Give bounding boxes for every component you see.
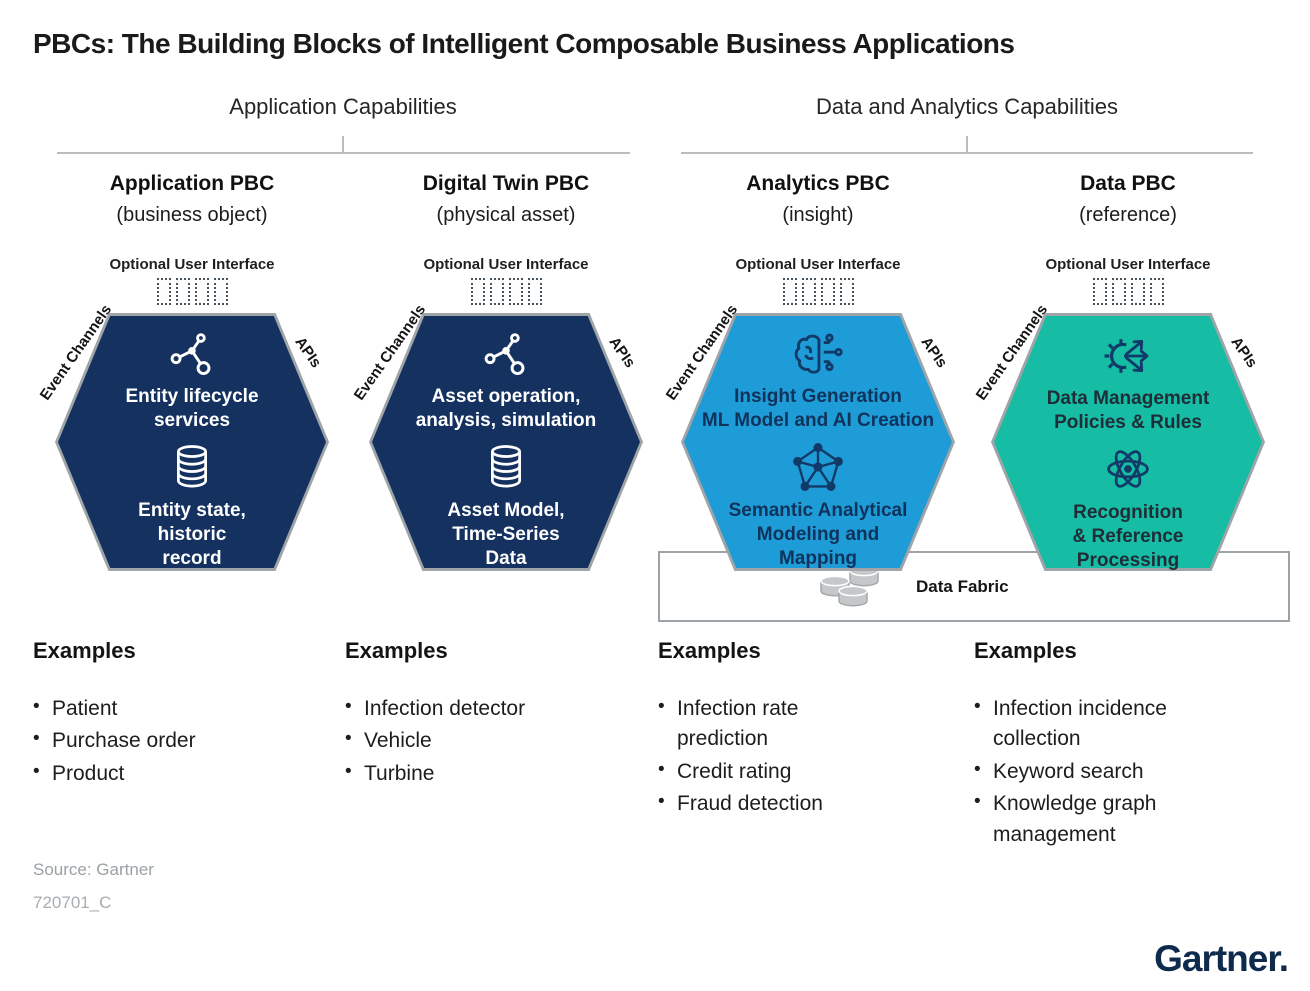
ui-widget-rect	[801, 278, 816, 305]
ui-widget-rect	[839, 278, 854, 305]
ui-widget-rect	[194, 278, 209, 305]
hexagon-fill	[372, 316, 640, 568]
ui-widget-rect	[470, 278, 485, 305]
ui-widget-rect	[1130, 278, 1145, 305]
pbc-card-data: Data PBC (reference) Optional User Inter…	[973, 170, 1268, 590]
examples-application: Examples Patient Purchase order Product	[33, 638, 333, 791]
examples-list: Infection incidence collection Keyword s…	[974, 693, 1274, 850]
molecule-icon	[484, 333, 525, 376]
bracket-line	[681, 152, 1253, 154]
ui-widget-row	[366, 278, 646, 305]
hexagon-top-text: Insight Generation ML Model and AI Creat…	[701, 386, 935, 431]
ui-widget-row	[52, 278, 332, 305]
example-item: Turbine	[345, 758, 585, 789]
examples-list: Infection rate prediction Credit rating …	[658, 693, 958, 820]
gear-share-icon	[1104, 339, 1149, 373]
hexagon-bottom-text: Asset Model, Time-Series Data	[447, 499, 565, 569]
example-item: Knowledge graph management	[974, 788, 1209, 850]
ui-widget-row	[678, 278, 958, 305]
page-title: PBCs: The Building Blocks of Intelligent…	[33, 28, 1015, 59]
pbc-subtitle: (business object)	[116, 204, 268, 226]
pbc-subtitle: (insight)	[782, 204, 854, 226]
examples-list: Infection detector Vehicle Turbine	[345, 693, 645, 789]
pbc-card-analytics: Analytics PBC (insight) Optional User In…	[663, 170, 958, 590]
ui-widget-rect	[489, 278, 504, 305]
molecule-icon	[170, 333, 211, 376]
pbc-card-application: Application PBC (business object) Option…	[37, 170, 332, 590]
atom-icon	[1107, 450, 1149, 488]
coins-icon	[820, 565, 879, 606]
ui-widget-rect	[820, 278, 835, 305]
example-item: Vehicle	[345, 725, 585, 756]
ui-widget-rect	[175, 278, 190, 305]
ui-widget-rect	[1092, 278, 1107, 305]
pbc-subtitle: (physical asset)	[436, 204, 576, 226]
example-item: Product	[33, 758, 273, 789]
pbc-card-digital-twin: Digital Twin PBC (physical asset) Option…	[351, 170, 646, 590]
examples-analytics: Examples Infection rate prediction Credi…	[658, 638, 958, 822]
hexagon-bottom-text: Recognition & Reference Processing	[1072, 501, 1184, 571]
ui-widget-row	[988, 278, 1268, 305]
hexagon-data-pbc: Data Management Policies & Rules Recogni…	[991, 313, 1265, 571]
pbc-subtitle: (reference)	[1079, 204, 1177, 226]
ui-widget-rect	[1111, 278, 1126, 305]
group-label-application-capabilities: Application Capabilities	[229, 94, 457, 119]
examples-heading: Examples	[345, 638, 448, 663]
optional-ui-label: Optional User Interface	[1045, 256, 1211, 273]
examples-heading: Examples	[658, 638, 761, 663]
figure-id: 720701_C	[33, 893, 112, 912]
database-icon	[491, 445, 521, 488]
examples-heading: Examples	[33, 638, 136, 663]
ui-widget-rect	[156, 278, 171, 305]
ui-widget-rect	[782, 278, 797, 305]
source-note: Source: Gartner	[33, 860, 154, 879]
example-item: Infection detector	[345, 693, 585, 724]
gartner-logo: Gartner.	[1154, 938, 1289, 979]
hexagon-top-text: Data Management Policies & Rules	[1046, 388, 1210, 433]
hexagon-bottom-text: Semantic Analytical Modeling and Mapping	[728, 499, 908, 569]
example-item: Keyword search	[974, 756, 1214, 787]
hexagon-top-text: Asset operation, analysis, simulation	[415, 386, 597, 431]
example-item: Infection incidence collection	[974, 693, 1209, 755]
example-item: Fraud detection	[658, 788, 898, 819]
pbc-title: Digital Twin PBC	[422, 172, 590, 195]
example-item: Infection rate prediction	[658, 693, 858, 755]
network-graph-icon	[793, 442, 843, 491]
group-label-data-analytics-capabilities: Data and Analytics Capabilities	[815, 94, 1119, 119]
bracket-tick	[966, 136, 968, 153]
data-fabric-label: Data Fabric	[916, 576, 1009, 596]
data-fabric-box: Data Fabric	[658, 551, 1290, 622]
ui-widget-rect	[508, 278, 523, 305]
pbc-title: Application PBC	[109, 172, 275, 195]
hexagon-top-text: Entity lifecycle services	[125, 386, 259, 431]
database-icon	[177, 445, 207, 488]
pbc-title: Data PBC	[1080, 172, 1176, 195]
example-item: Credit rating	[658, 756, 898, 787]
brain-circuit-icon	[794, 333, 843, 374]
optional-ui-label: Optional User Interface	[423, 256, 589, 273]
bracket-line	[57, 152, 630, 154]
hexagon-bottom-text: Entity state, historic record	[138, 499, 246, 569]
optional-ui-label: Optional User Interface	[109, 256, 275, 273]
bracket-tick	[342, 136, 344, 153]
optional-ui-label: Optional User Interface	[735, 256, 901, 273]
hexagon-digital-twin-pbc: Asset operation, analysis, simulation As…	[369, 313, 643, 571]
ui-widget-rect	[213, 278, 228, 305]
ui-widget-rect	[527, 278, 542, 305]
examples-digital-twin: Examples Infection detector Vehicle Turb…	[345, 638, 645, 791]
hexagon-application-pbc: Entity lifecycle services Entity state, …	[55, 313, 329, 571]
examples-list: Patient Purchase order Product	[33, 693, 333, 789]
examples-heading: Examples	[974, 638, 1077, 663]
ui-widget-rect	[1149, 278, 1164, 305]
hexagon-fill	[58, 316, 326, 568]
example-item: Patient	[33, 693, 273, 724]
pbc-title: Analytics PBC	[746, 172, 890, 195]
hexagon-analytics-pbc: Insight Generation ML Model and AI Creat…	[681, 313, 955, 571]
examples-data: Examples Infection incidence collection …	[974, 638, 1274, 852]
example-item: Purchase order	[33, 725, 273, 756]
